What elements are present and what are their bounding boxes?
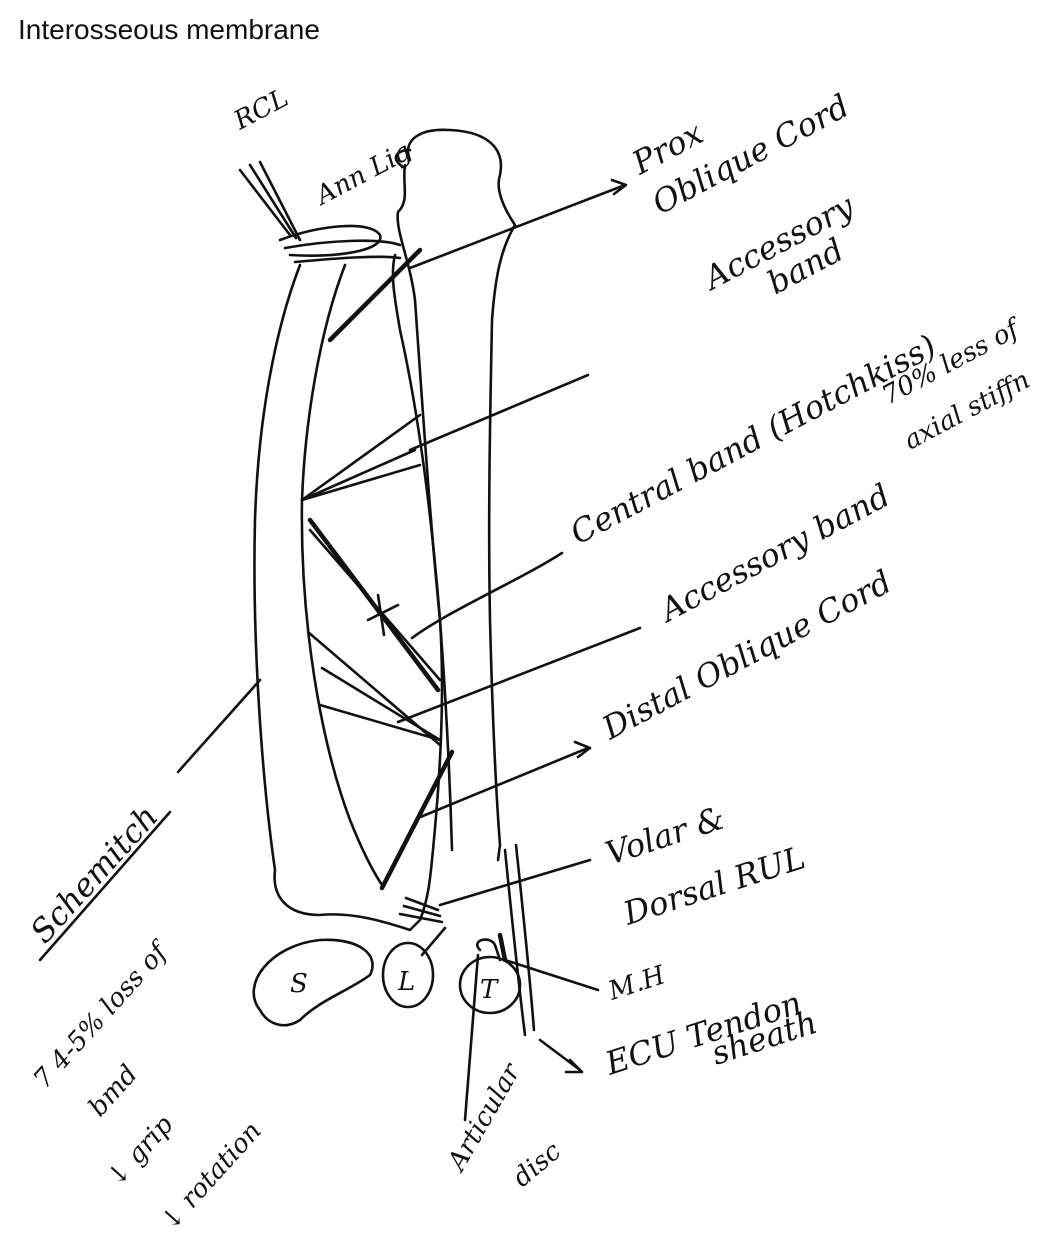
central-band-fan-3 xyxy=(300,463,422,502)
central-band-label: Central band (Hotchkiss) xyxy=(564,327,943,552)
accessory-band-mid-2 xyxy=(308,528,442,682)
rcl-ligament xyxy=(238,168,292,237)
annular-ligament xyxy=(278,224,382,257)
lunate-bone xyxy=(381,941,435,1009)
triquetrum-label: T xyxy=(480,975,499,1005)
central-band-fan-1 xyxy=(300,413,422,502)
schematic-label: Schemitch xyxy=(23,798,166,951)
central-band-fan-2 xyxy=(300,448,417,502)
rul-leader xyxy=(438,858,592,907)
schematic-underline xyxy=(38,810,172,962)
radioulnar-ligament xyxy=(398,896,444,924)
mh-label: M.H xyxy=(604,960,670,1007)
rcl-ligament-3 xyxy=(258,160,302,242)
ulna-inner-line xyxy=(396,163,454,852)
volar-label-1: Volar & xyxy=(601,799,729,873)
distal-oblique-label: Distal Oblique Cord xyxy=(595,563,898,748)
articular-disc-leader xyxy=(463,953,480,1122)
distal-oblique-leader xyxy=(396,626,642,724)
scaphoid-bone xyxy=(252,938,374,1027)
accessory-band-cross xyxy=(366,593,400,637)
rcl-label: RCL xyxy=(228,83,293,137)
page-title: Interosseous membrane xyxy=(18,14,320,45)
rcl-ligament-2 xyxy=(248,163,298,240)
lunate-label: L xyxy=(397,967,415,997)
distal-oblique-cord-3 xyxy=(318,703,442,742)
ecu-arrowhead xyxy=(564,1058,584,1074)
triquetrum-bone xyxy=(458,955,522,1015)
articular-label-1: Articular xyxy=(441,1057,528,1177)
mh-leader xyxy=(503,958,600,992)
accessory-band-leader xyxy=(410,551,564,640)
distal-band-arrowhead xyxy=(573,740,592,759)
prox-oblique-arrowhead xyxy=(610,178,628,196)
proximal-oblique-cord xyxy=(327,247,423,343)
radius-inner-line xyxy=(300,263,384,887)
meniscus-homologue xyxy=(476,938,502,962)
mh-mark xyxy=(497,932,508,963)
ecu-sheath-1 xyxy=(503,848,527,1037)
annular-ligament-3 xyxy=(293,255,402,264)
lunate-link xyxy=(420,926,447,957)
prox-oblique-leader xyxy=(408,183,627,270)
ulna-bone xyxy=(406,128,517,862)
distal-band-thick xyxy=(379,749,455,891)
note-line-2: bmd xyxy=(83,1060,144,1123)
scaphoid-label: S xyxy=(290,969,308,999)
annular-ligament-2 xyxy=(283,239,402,250)
note-line-1: 7 4-5% loss of xyxy=(28,935,176,1095)
ecu-sheath-2 xyxy=(514,843,536,1032)
articular-label-2: disc xyxy=(507,1136,567,1193)
distal-band-leader xyxy=(416,746,590,820)
distal-oblique-cord-2 xyxy=(320,666,442,742)
note-line-3: ↓ grip xyxy=(101,1110,180,1193)
radius-bone xyxy=(253,253,444,932)
ann-lig-label: Ann Lig xyxy=(309,136,416,212)
ulna-neck xyxy=(394,148,412,170)
central-band-leader xyxy=(408,373,590,452)
schematic-leader xyxy=(176,678,262,774)
